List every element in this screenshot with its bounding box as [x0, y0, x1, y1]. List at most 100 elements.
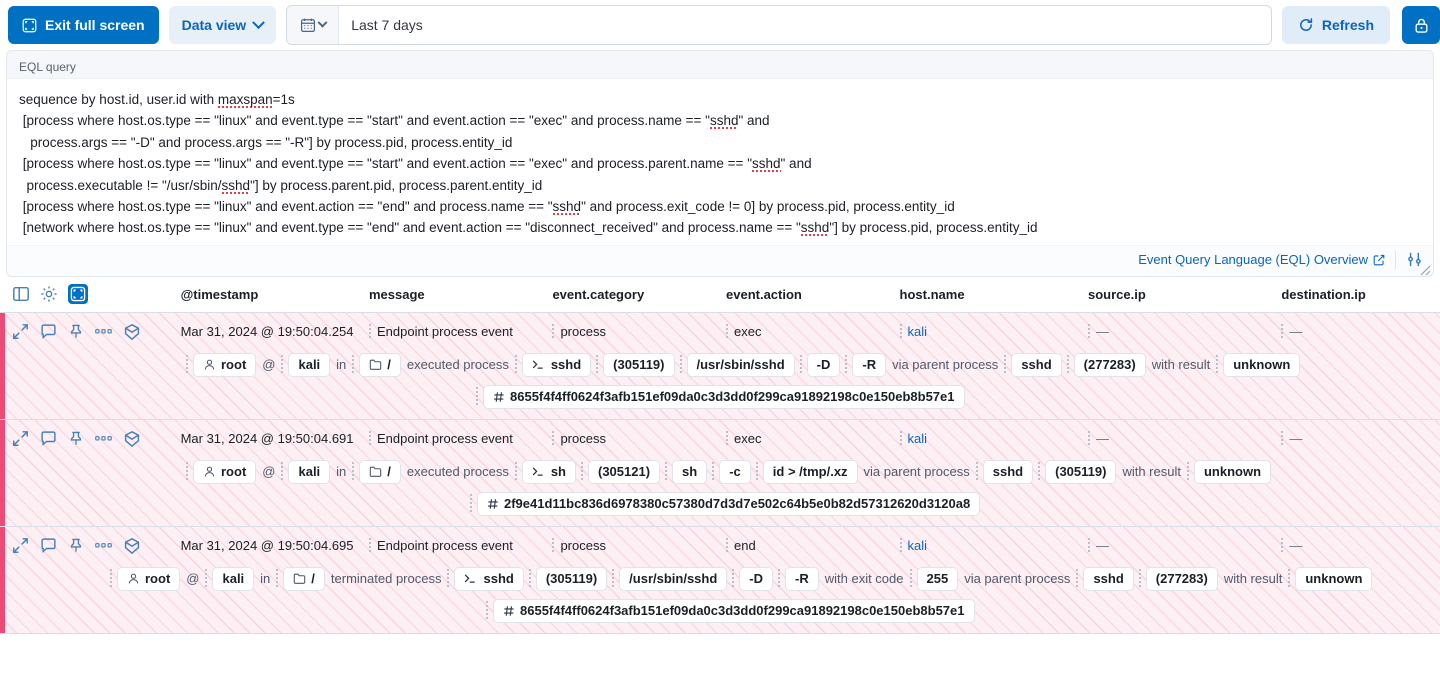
- pin-icon[interactable]: [68, 537, 84, 554]
- ribbon-chip[interactable]: sshd: [1011, 352, 1062, 377]
- date-quick-select-button[interactable]: [287, 6, 340, 44]
- ribbon-chip[interactable]: (305119): [1045, 459, 1117, 484]
- ribbon-chip[interactable]: sshd: [1083, 566, 1134, 591]
- ribbon-chip[interactable]: sh: [521, 459, 576, 484]
- cell-source-ip[interactable]: —: [1087, 313, 1281, 351]
- cell-event-category[interactable]: process: [552, 527, 726, 565]
- ribbon-chip[interactable]: root: [117, 566, 181, 591]
- pin-icon[interactable]: [68, 430, 84, 447]
- cell-destination-ip[interactable]: —: [1281, 313, 1440, 351]
- cell-message[interactable]: Endpoint process event: [369, 527, 552, 565]
- date-range-input[interactable]: Last 7 days: [351, 17, 423, 33]
- column-header-message[interactable]: message: [369, 286, 425, 302]
- refresh-button[interactable]: Refresh: [1281, 6, 1390, 44]
- cell-event-category[interactable]: process: [552, 313, 726, 351]
- more-actions-icon[interactable]: [95, 435, 112, 443]
- ribbon-chip[interactable]: sshd: [982, 459, 1034, 484]
- ribbon-chip[interactable]: (305121): [588, 459, 661, 484]
- cell-destination-ip[interactable]: —: [1281, 420, 1440, 458]
- column-header-event-action[interactable]: event.action: [726, 286, 802, 302]
- ribbon-chip[interactable]: sh: [672, 459, 708, 484]
- panel-resize-handle[interactable]: [1417, 262, 1431, 276]
- ribbon-chip-label: -D: [816, 356, 831, 372]
- ribbon-chip[interactable]: /usr/sbin/sshd: [619, 566, 728, 591]
- cell-event-action[interactable]: end: [726, 527, 900, 565]
- column-header-timestamp[interactable]: @timestamp: [180, 286, 259, 302]
- cell-host-name[interactable]: kali: [899, 420, 1088, 458]
- cell-host-name[interactable]: kali: [899, 527, 1088, 565]
- ribbon-chip[interactable]: 255: [916, 566, 959, 591]
- ribbon-chip[interactable]: /: [359, 352, 401, 377]
- ribbon-chip[interactable]: /: [283, 566, 325, 591]
- ribbon-chip[interactable]: -R: [785, 566, 819, 591]
- comment-icon[interactable]: [40, 537, 57, 554]
- ribbon-text: via parent process: [892, 357, 999, 373]
- pin-icon[interactable]: [68, 323, 84, 340]
- cell-message[interactable]: Endpoint process event: [369, 313, 552, 351]
- cell-timestamp[interactable]: Mar 31, 2024 @ 19:50:04.695: [181, 527, 369, 565]
- sliders-icon[interactable]: [1406, 251, 1423, 268]
- cell-event-action[interactable]: exec: [726, 313, 900, 351]
- ribbon-chip[interactable]: kali: [288, 352, 331, 377]
- column-header-source-ip[interactable]: source.ip: [1087, 286, 1146, 302]
- eql-overview-link[interactable]: Event Query Language (EQL) Overview: [1138, 252, 1385, 267]
- ribbon-chip[interactable]: root: [193, 459, 257, 484]
- lock-button[interactable]: [1402, 6, 1440, 44]
- ribbon-chip[interactable]: (277283): [1073, 352, 1146, 377]
- cell-event-category[interactable]: process: [552, 420, 726, 458]
- process-hash-chip[interactable]: 2f9e41d11bc836d6978380c57380d7d3d7e502c6…: [477, 491, 981, 516]
- ribbon-chip[interactable]: -c: [719, 459, 751, 484]
- process-hash-chip[interactable]: 8655f4f4ff0624f3afb151ef09da0c3d3dd0f299…: [483, 384, 965, 409]
- cell-timestamp[interactable]: Mar 31, 2024 @ 19:50:04.691: [181, 420, 369, 458]
- ribbon-chip[interactable]: unknown: [1295, 566, 1373, 591]
- ribbon-chip[interactable]: -D: [739, 566, 774, 591]
- expand-icon[interactable]: [12, 323, 29, 340]
- analyzer-icon[interactable]: [123, 323, 141, 341]
- ribbon-chip[interactable]: (305119): [535, 566, 608, 591]
- analyzer-icon[interactable]: [123, 430, 141, 448]
- comment-icon[interactable]: [40, 430, 57, 447]
- ribbon-chip[interactable]: (277283): [1145, 566, 1218, 591]
- ribbon-chip[interactable]: kali: [212, 566, 255, 591]
- expand-icon[interactable]: [12, 537, 29, 554]
- ribbon-chip[interactable]: unknown: [1193, 459, 1272, 484]
- ribbon-chip[interactable]: root: [193, 352, 257, 377]
- ribbon-chip[interactable]: (305119): [603, 352, 675, 377]
- expand-icon[interactable]: [12, 430, 29, 447]
- exit-full-screen-button[interactable]: Exit full screen: [8, 6, 159, 44]
- process-hash-chip[interactable]: 8655f4f4ff0624f3afb151ef09da0c3d3dd0f299…: [493, 598, 975, 623]
- analyzer-icon[interactable]: [123, 537, 141, 555]
- ribbon-chip[interactable]: id > /tmp/.xz: [762, 459, 858, 484]
- cell-source-ip[interactable]: —: [1087, 527, 1281, 565]
- ribbon-chip[interactable]: /: [359, 459, 401, 484]
- eql-query-editor[interactable]: sequence by host.id, user.id with maxspa…: [7, 79, 1433, 245]
- ribbon-chip[interactable]: unknown: [1223, 352, 1301, 377]
- more-actions-icon[interactable]: [95, 542, 112, 550]
- gear-icon[interactable]: [40, 285, 58, 303]
- table-header-row: @timestamp message event.category event.…: [0, 276, 1440, 313]
- cell-source-ip[interactable]: —: [1087, 420, 1281, 458]
- columns-icon[interactable]: [12, 285, 30, 303]
- data-view-button[interactable]: Data view: [168, 6, 277, 44]
- column-header-destination-ip[interactable]: destination.ip: [1281, 286, 1366, 302]
- cell-message[interactable]: Endpoint process event: [369, 420, 552, 458]
- comment-icon[interactable]: [40, 323, 57, 340]
- column-header-event-category[interactable]: event.category: [552, 286, 645, 302]
- ribbon-chip[interactable]: kali: [288, 459, 331, 484]
- date-picker-group[interactable]: Last 7 days: [286, 5, 1272, 45]
- cell-destination-ip[interactable]: —: [1281, 527, 1440, 565]
- ribbon-chip[interactable]: -D: [806, 352, 841, 377]
- ribbon-chip[interactable]: /usr/sbin/sshd: [686, 352, 795, 377]
- more-actions-icon[interactable]: [95, 328, 112, 336]
- ribbon-chip[interactable]: sshd: [521, 352, 592, 377]
- fullscreen-icon[interactable]: [68, 284, 88, 305]
- ribbon-chip[interactable]: -R: [852, 352, 887, 377]
- column-header-host-name[interactable]: host.name: [899, 286, 965, 302]
- cell-timestamp[interactable]: Mar 31, 2024 @ 19:50:04.254: [181, 313, 369, 351]
- cell-event-action[interactable]: exec: [726, 420, 900, 458]
- ribbon-chip[interactable]: sshd: [454, 566, 524, 591]
- cell-host-name[interactable]: kali: [899, 313, 1088, 351]
